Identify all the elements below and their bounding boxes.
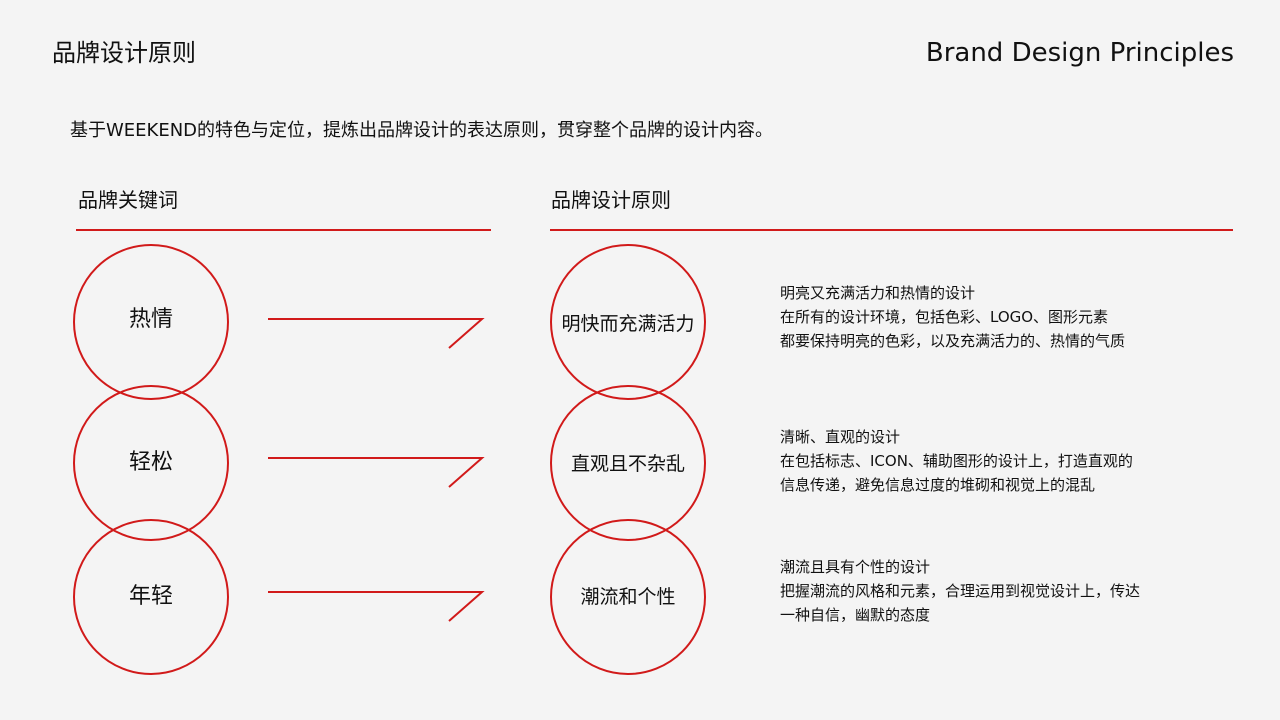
principle-description: 潮流且具有个性的设计 把握潮流的风格和元素，合理运用到视觉设计上，传达 一种自信… (780, 555, 1220, 627)
principle-label: 直观且不杂乱 (570, 453, 685, 475)
principle-description: 明亮又充满活力和热情的设计 在所有的设计环境，包括色彩、LOGO、图形元素 都要… (780, 281, 1220, 353)
keywords-heading: 品牌关键词 (78, 188, 178, 212)
description-line: 清晰、直观的设计 (780, 428, 901, 446)
keyword-label: 热情 (128, 307, 173, 332)
arrow-connector (268, 591, 485, 622)
principles-heading: 品牌设计原则 (551, 188, 671, 212)
arrow-connector (268, 318, 485, 349)
description-line: 信息传递，避免信息过度的堆砌和视觉上的混乱 (780, 476, 1096, 494)
description-line: 明亮又充满活力和热情的设计 (780, 284, 976, 302)
principles-divider (550, 229, 1233, 231)
description-line: 把握潮流的风格和元素，合理运用到视觉设计上，传达 (780, 582, 1141, 600)
page-title: 品牌设计原则 (52, 39, 196, 67)
intro-text: 基于WEEKEND的特色与定位，提炼出品牌设计的表达原则，贯穿整个品牌的设计内容… (70, 120, 774, 141)
page-title-english: Brand Design Principles (925, 38, 1234, 68)
description-line: 在包括标志、ICON、辅助图形的设计上，打造直观的 (780, 452, 1133, 470)
arrow-connector (268, 457, 485, 488)
keyword-label: 年轻 (128, 584, 173, 609)
principle-description: 清晰、直观的设计 在包括标志、ICON、辅助图形的设计上，打造直观的 信息传递，… (780, 425, 1220, 497)
principle-label: 潮流和个性 (580, 586, 676, 608)
principle-label: 明快而充满活力 (561, 313, 695, 335)
description-line: 在所有的设计环境，包括色彩、LOGO、图形元素 (780, 308, 1109, 326)
description-line: 潮流且具有个性的设计 (780, 558, 931, 576)
keyword-label: 轻松 (128, 450, 173, 475)
keywords-divider (76, 229, 491, 231)
description-line: 都要保持明亮的色彩，以及充满活力的、热情的气质 (780, 332, 1126, 350)
description-line: 一种自信，幽默的态度 (780, 606, 931, 624)
